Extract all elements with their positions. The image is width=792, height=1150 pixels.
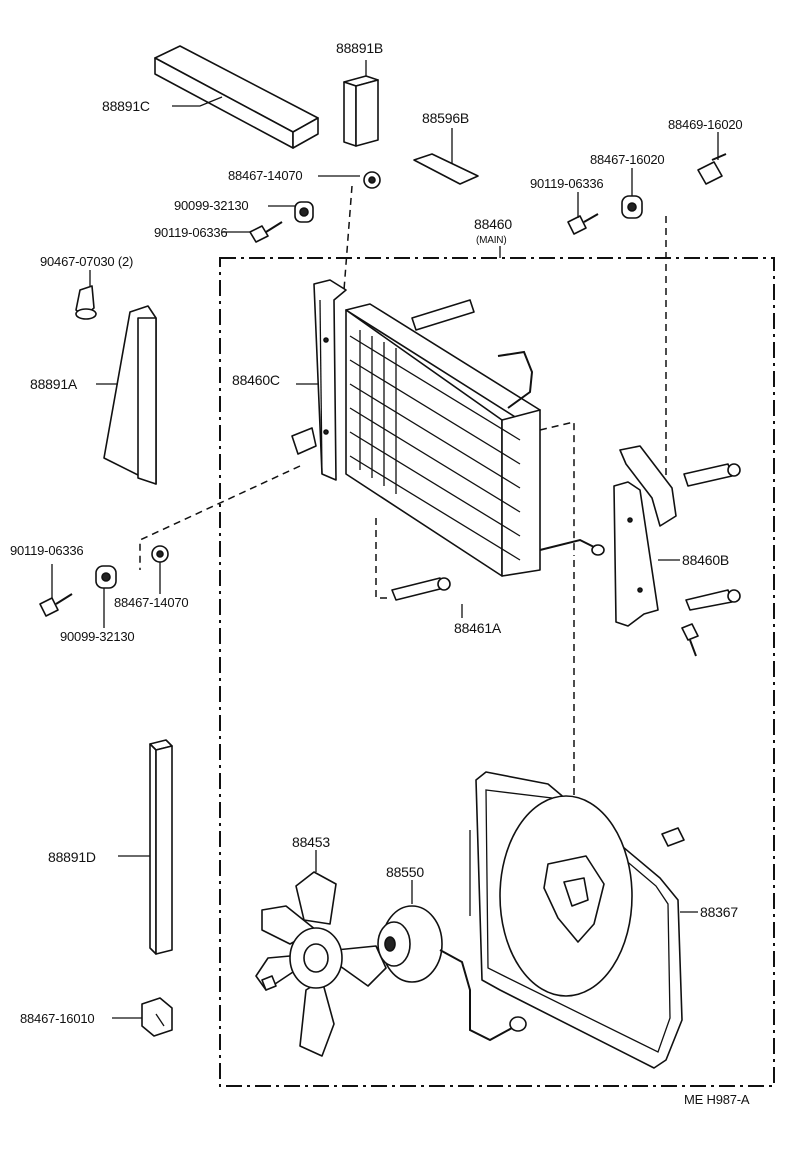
leader-top-center (343, 185, 353, 291)
label-90119-06336-left: 90119-06336 (10, 543, 84, 558)
condenser-88461a (345, 299, 605, 618)
bolt-90119-06336-left (39, 564, 73, 617)
bolt-88469-16020 (697, 132, 727, 185)
foam-block-88891b (343, 60, 379, 147)
clip-88467-16010 (112, 997, 173, 1037)
fan-shroud-88367 (469, 771, 698, 1069)
seal-strip-88891d (118, 739, 173, 955)
label-90119-06336-right: 90119-06336 (530, 176, 604, 191)
bolt-90119-06336-top (222, 221, 283, 243)
bracket-88460c (291, 279, 347, 481)
label-88891a: 88891A (30, 376, 78, 392)
leader-condenser-bottom (375, 518, 392, 599)
diagram-code: ME H987-A (684, 1092, 750, 1107)
label-88550: 88550 (386, 864, 424, 880)
label-88891d: 88891D (48, 849, 96, 865)
leader-condenser-right (539, 421, 575, 556)
label-90467-07030: 90467-07030 (2) (40, 254, 134, 269)
label-88467-16010: 88467-16010 (20, 1011, 95, 1026)
condenser-bolts (391, 463, 741, 657)
label-88460: 88460 (474, 216, 512, 232)
seal-wedge-88891a (96, 305, 157, 485)
label-88367: 88367 (700, 904, 738, 920)
label-88467-14070-left: 88467-14070 (114, 595, 189, 610)
label-88596b: 88596B (422, 110, 470, 126)
collar-90099-32130-left (95, 565, 117, 628)
label-88891b: 88891B (336, 40, 384, 56)
condenser-fins (349, 330, 521, 561)
label-plate-88596b (413, 128, 479, 185)
label-88469-16020: 88469-16020 (668, 117, 743, 132)
clip-90467-07030 (75, 270, 97, 320)
cushion-88467-14070-top (318, 171, 381, 189)
bracket-88460b (613, 445, 680, 627)
label-88460c: 88460C (232, 372, 280, 388)
label-90099-32130-top: 90099-32130 (174, 198, 249, 213)
fan-blade-88453 (255, 850, 387, 1057)
cushion-88467-14070-left (151, 545, 169, 594)
label-88460-main: (MAIN) (476, 235, 507, 246)
label-88891c: 88891C (102, 98, 150, 114)
foam-pad-88891c (154, 45, 319, 149)
label-88467-14070-top: 88467-14070 (228, 168, 303, 183)
cushion-88467-16020 (621, 168, 643, 219)
collar-90099-32130-top (268, 201, 314, 223)
fan-motor-88550 (377, 880, 527, 1042)
label-88460b: 88460B (682, 552, 730, 568)
label-90099-32130-left: 90099-32130 (60, 629, 135, 644)
label-88461a: 88461A (454, 620, 502, 636)
bolt-90119-06336-right (567, 192, 599, 235)
leader-left-lower (139, 465, 301, 570)
main-assembly-border (219, 246, 775, 1087)
label-88453: 88453 (292, 834, 330, 850)
label-90119-06336-top: 90119-06336 (154, 225, 228, 240)
label-88467-16020: 88467-16020 (590, 152, 665, 167)
